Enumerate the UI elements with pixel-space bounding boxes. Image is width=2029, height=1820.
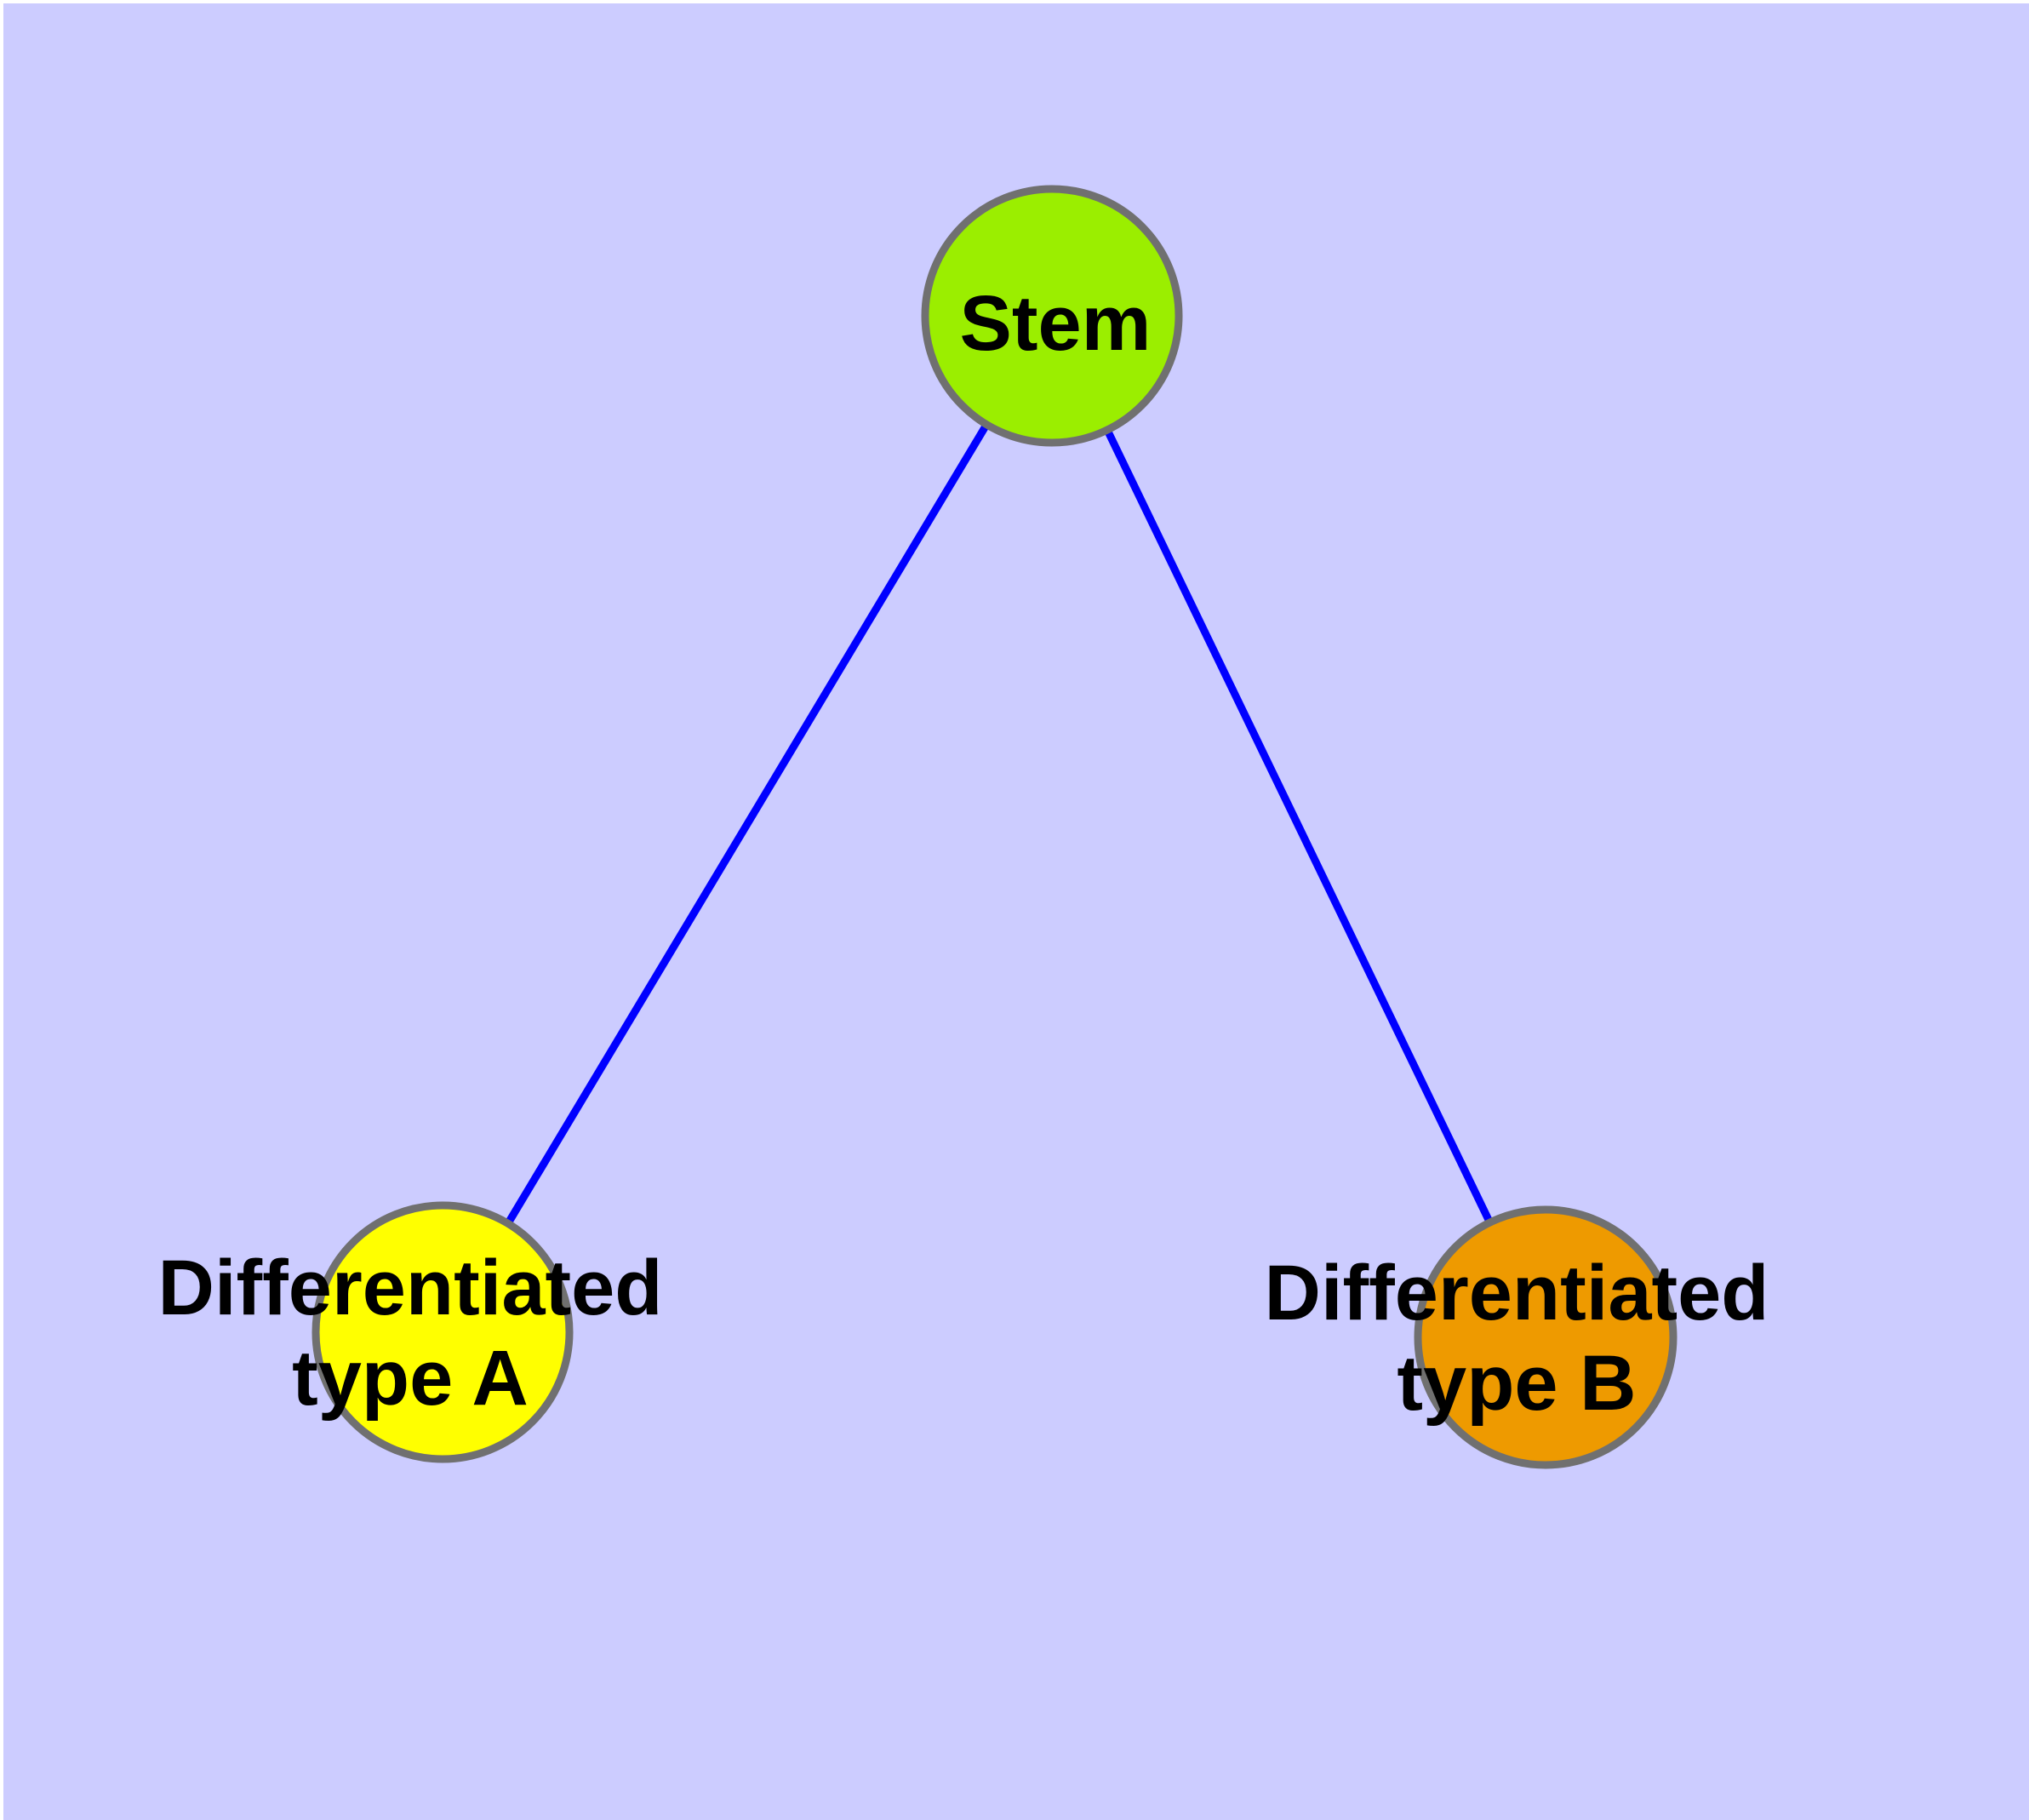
node-type-a-label: Differentiated type A — [157, 1245, 663, 1422]
node-stem-label: Stem — [959, 280, 1152, 367]
edge-stem-to-type-b — [1103, 428, 1494, 1223]
node-stem-circle — [921, 185, 1183, 447]
node-type-b-label: Differentiated type B — [1264, 1250, 1769, 1427]
graph-svg — [311, 185, 1677, 1469]
node-type-a-circle — [311, 1201, 574, 1463]
node-type-b-circle — [1414, 1205, 1677, 1469]
edge-stem-to-type-a — [505, 422, 990, 1226]
diagram-canvas: Stem Differentiated type A Differentiate… — [3, 3, 2029, 1820]
